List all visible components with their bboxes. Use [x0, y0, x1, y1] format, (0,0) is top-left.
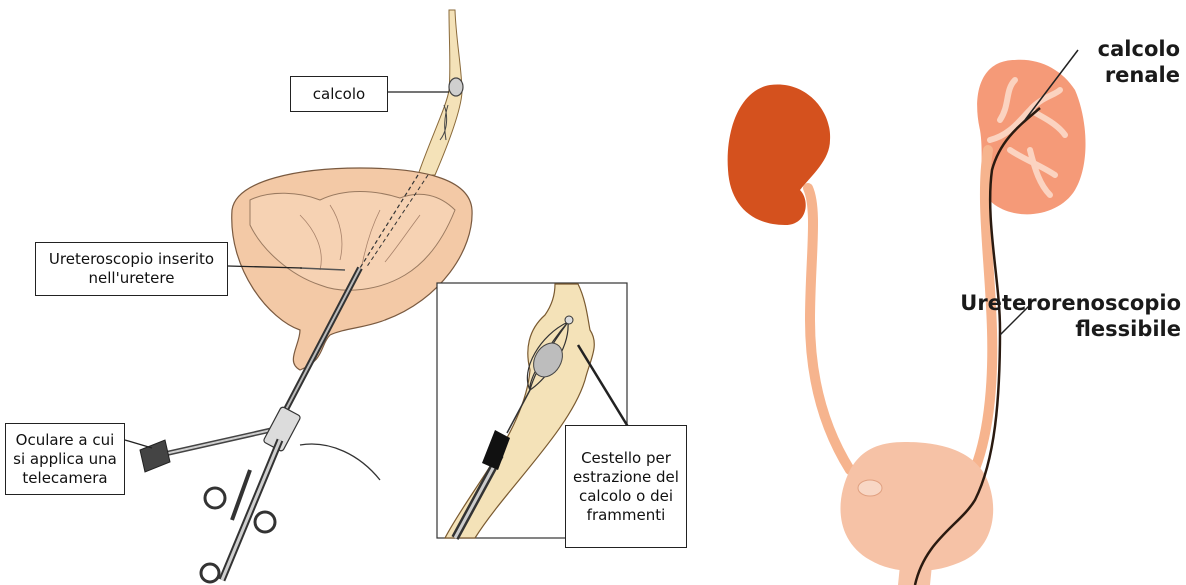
inset-basket-tip	[565, 316, 573, 324]
handle-ring-2	[255, 512, 275, 532]
label-eyepiece-line1: Oculare a cui	[16, 431, 115, 450]
label-kidney-stone: calcolo renale	[1080, 36, 1180, 88]
label-kidney-stone-line2: renale	[1080, 62, 1180, 88]
label-ureteroscope-line2: nell'uretere	[89, 269, 175, 288]
eyepiece-handle	[140, 406, 380, 582]
label-stone-text: calcolo	[313, 85, 365, 104]
eyepiece	[140, 440, 170, 472]
bladder-right-detail	[858, 480, 882, 496]
label-flexible-scope-line1: Ureterorenoscopio	[945, 290, 1181, 316]
ureter-stone	[449, 78, 463, 96]
handle-ring-3	[201, 564, 219, 582]
label-eyepiece-line3: telecamera	[22, 469, 107, 488]
label-basket-line1: Cestello per	[581, 449, 671, 468]
label-basket: Cestello per estrazione del calcolo o de…	[565, 425, 687, 548]
label-eyepiece: Oculare a cui si applica una telecamera	[5, 423, 125, 495]
label-basket-line2: estrazione del	[573, 468, 679, 487]
label-kidney-stone-line1: calcolo	[1080, 36, 1180, 62]
ureter-left-path	[808, 188, 850, 470]
leader-eyepiece	[125, 440, 152, 448]
label-ureteroscope: Ureteroscopio inserito nell'uretere	[35, 242, 228, 296]
label-stone: calcolo	[290, 76, 388, 112]
label-flexible-scope-line2: flessibile	[945, 316, 1181, 342]
label-basket-line3: calcolo o dei	[579, 487, 673, 506]
label-basket-line4: frammenti	[587, 506, 666, 525]
label-ureteroscope-line1: Ureteroscopio inserito	[49, 250, 214, 269]
label-flexible-scope: Ureterorenoscopio flessibile	[945, 290, 1181, 342]
handle-ring-1	[205, 488, 225, 508]
label-eyepiece-line2: si applica una	[13, 450, 117, 469]
